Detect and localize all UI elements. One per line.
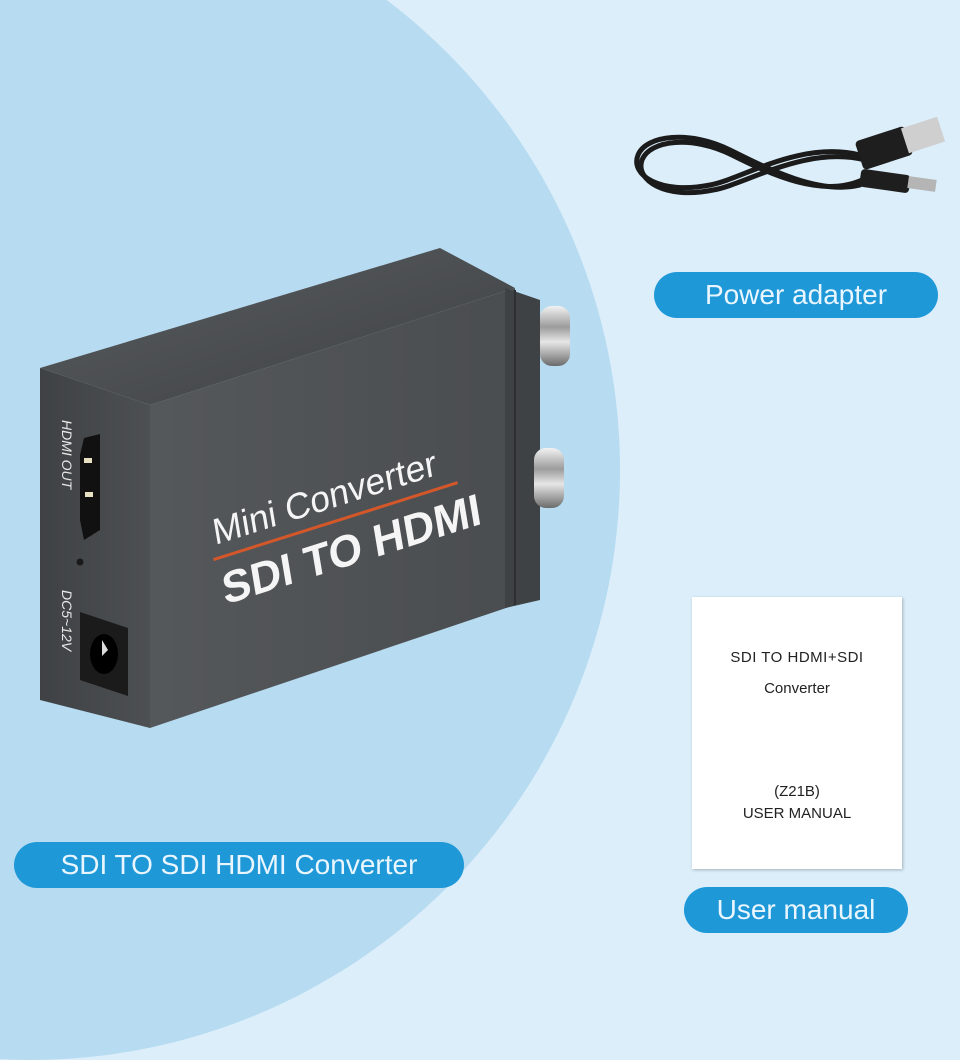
svg-text:DC5~12V: DC5~12V [59,590,75,653]
user-manual-card: SDI TO HDMI+SDI Converter (Z21B) USER MA… [692,597,902,869]
manual-subtitle-line: Converter [764,680,830,697]
main-product-label: SDI TO SDI HDMI Converter [14,842,464,888]
usb-dc-power-cable-icon [634,116,946,196]
user-manual-label: User manual [684,887,908,933]
dc-jack-icon [80,612,128,696]
manual-model-line: (Z21B) [774,783,820,800]
bnc-connector-icon [534,306,570,508]
power-adapter-label: Power adapter [654,272,938,318]
svg-text:HDMI OUT: HDMI OUT [59,420,75,491]
manual-label-line: USER MANUAL [742,805,852,822]
sdi-to-hdmi-converter-device: HDMI OUT DC5~12V Mini Converter SDI TO H… [40,248,570,728]
hdmi-port-icon [80,434,100,540]
manual-title-line: SDI TO HDMI+SDI [730,649,864,666]
